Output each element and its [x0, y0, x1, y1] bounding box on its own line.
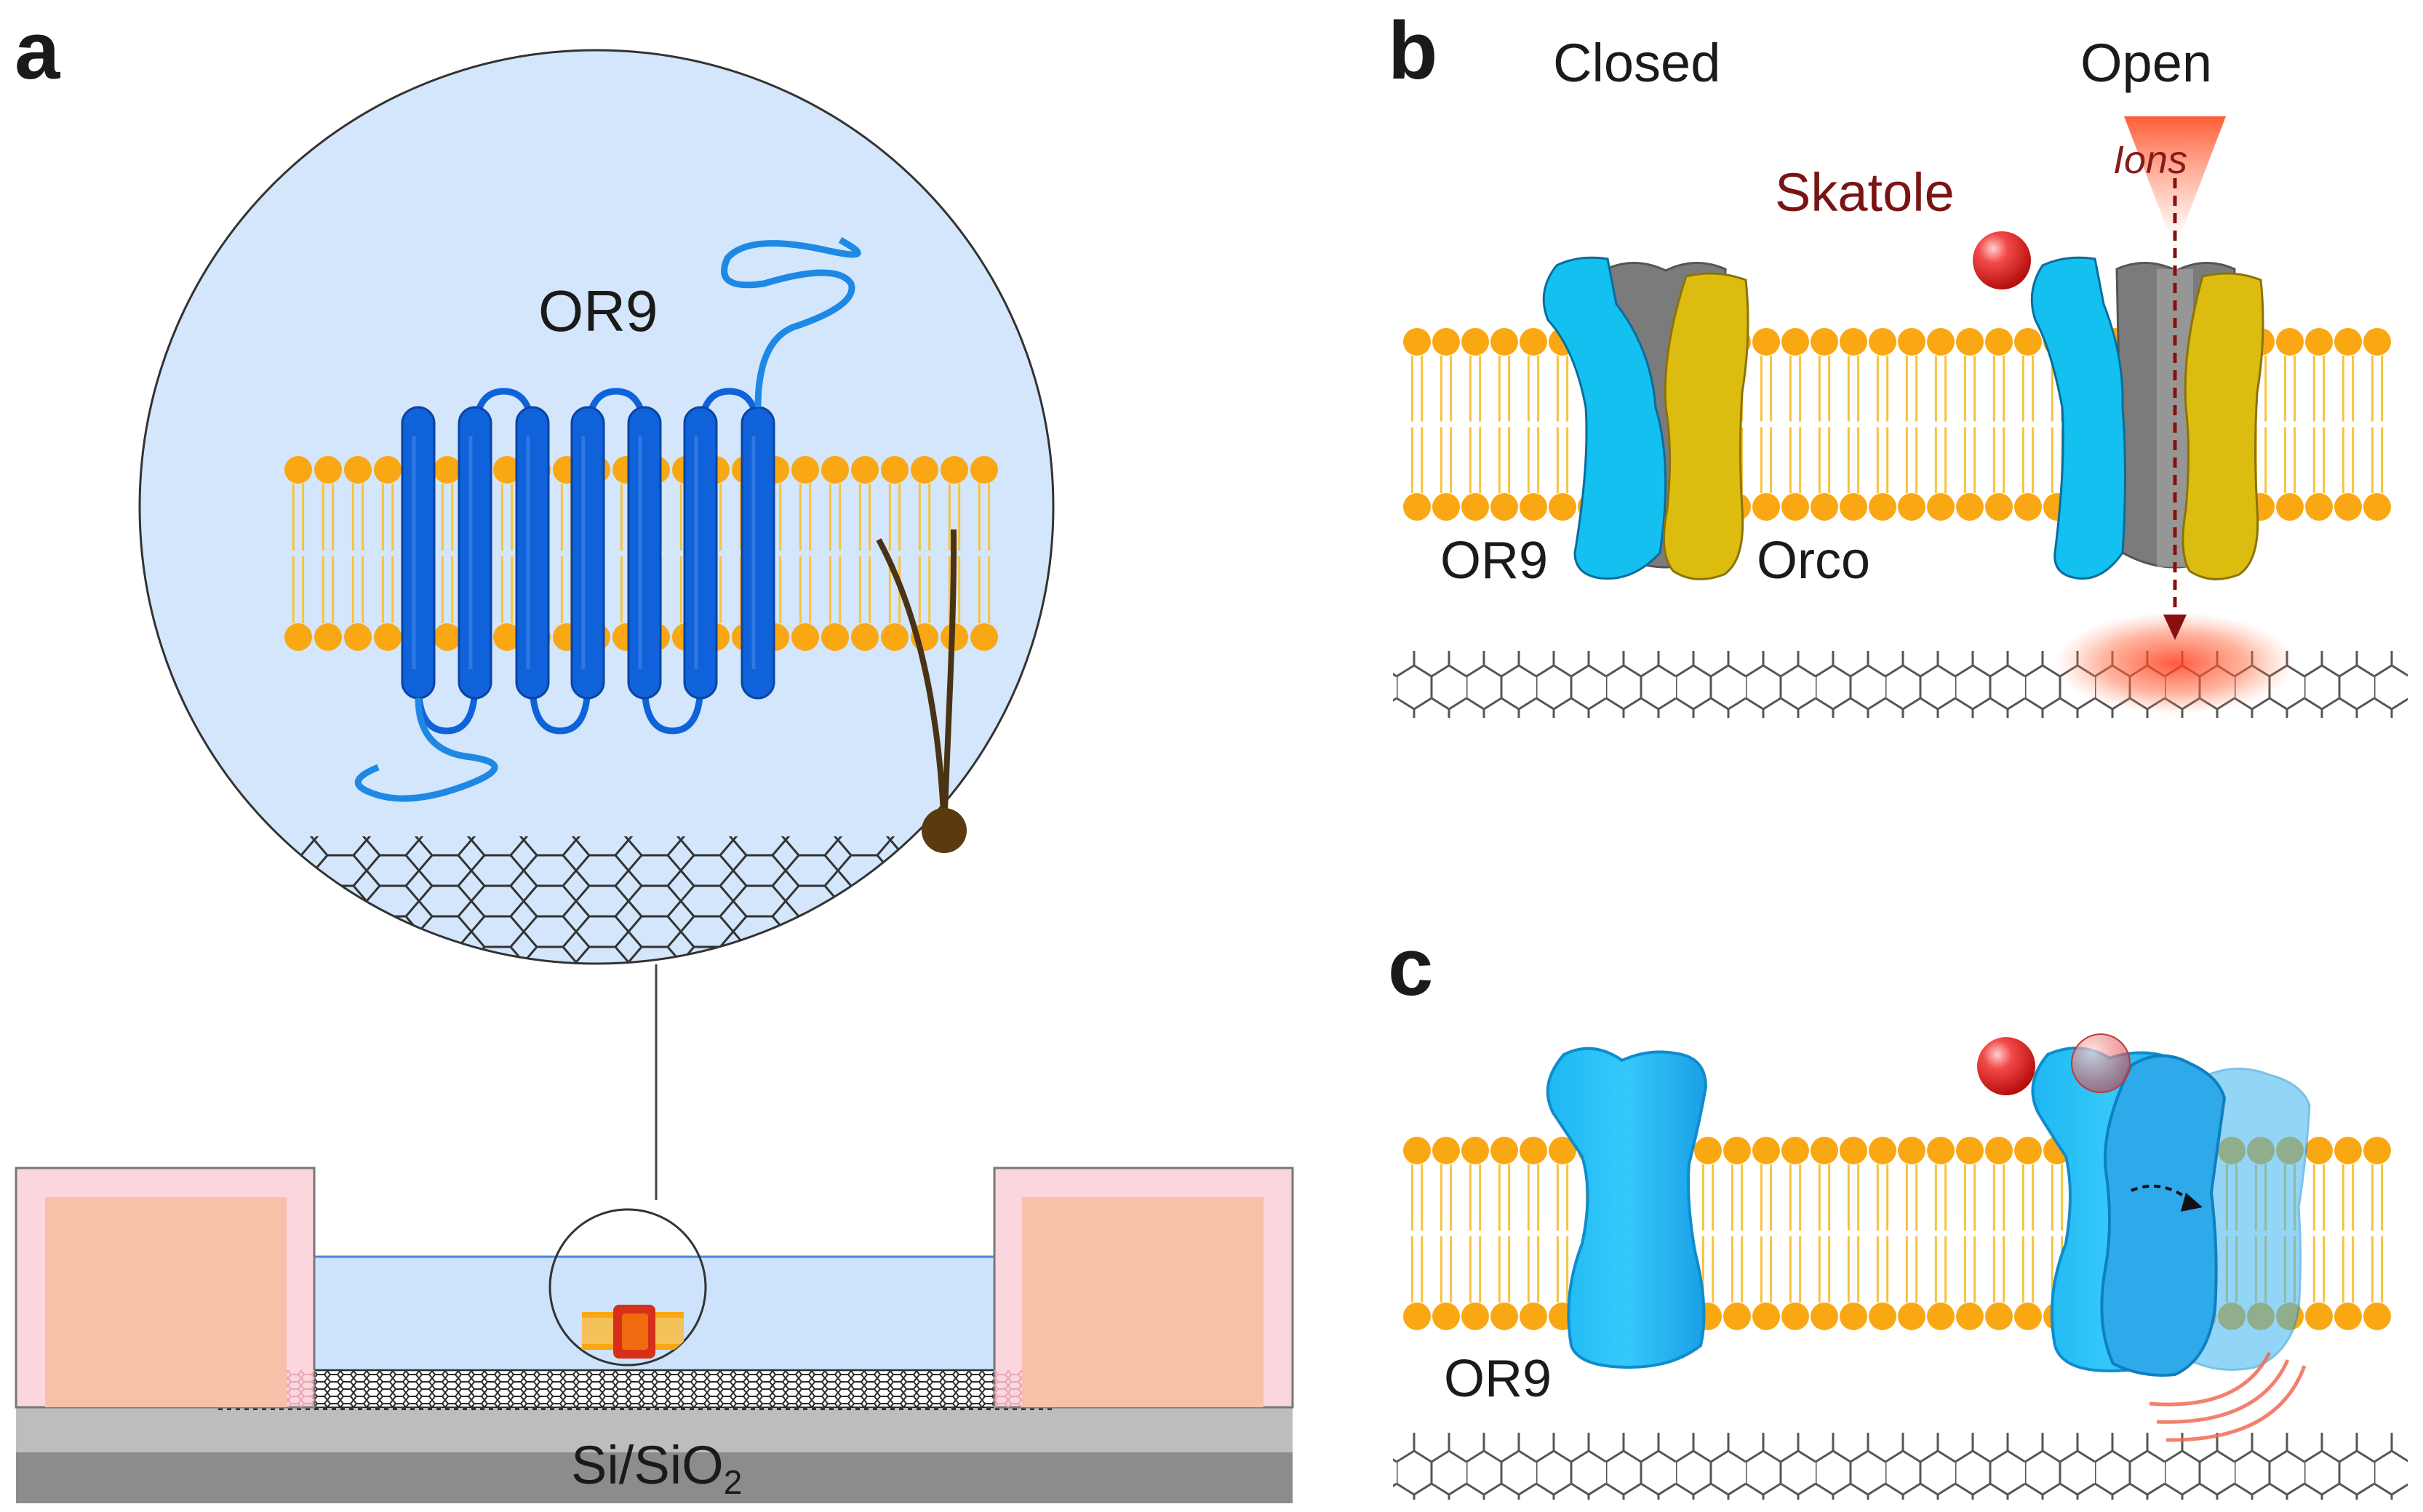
skatole-molecule-c — [1977, 1037, 2035, 1095]
ion-glow-bottom — [2055, 612, 2295, 714]
panel-letter-a: a — [15, 5, 60, 96]
orco-label: Orco — [1757, 532, 1870, 590]
or9-label: OR9 — [538, 279, 658, 343]
state-open-label: Open — [2080, 33, 2212, 93]
panel-letter-b: b — [1388, 5, 1437, 96]
state-closed-label: Closed — [1553, 33, 1720, 93]
graphene-lattice-c — [1393, 1433, 2408, 1500]
orco-subunit-open — [2182, 272, 2264, 580]
or9-label-c: OR9 — [1444, 1350, 1552, 1408]
linker-molecule — [876, 529, 967, 853]
or9-subunit-open — [2030, 256, 2126, 580]
or9-subunit-closed — [1542, 256, 1667, 580]
skatole-label: Skatole — [1775, 162, 1955, 223]
skatole-molecule-bound — [2071, 1033, 2131, 1093]
or9-resting — [1546, 1047, 1708, 1369]
closed-channel — [1542, 256, 1749, 580]
ions-label: Ions — [2113, 138, 2187, 182]
or9-receptor-7tm — [354, 237, 861, 802]
or9-label-b: OR9 — [1440, 532, 1548, 590]
device-cross-section — [15, 1167, 1294, 1503]
vibration-marks — [2149, 1351, 2307, 1442]
right-electrode-contact — [1022, 1197, 1264, 1407]
panel-letter-c: c — [1388, 921, 1433, 1012]
panel-a: OR9 — [15, 5, 1294, 1503]
zoom-circle — [138, 49, 1055, 965]
graphene-channel — [314, 1370, 994, 1407]
substrate-label: Si/SiO2 — [571, 1435, 742, 1501]
left-electrode-contact — [45, 1197, 287, 1407]
nanodisc — [582, 1305, 684, 1359]
substrate-bottom — [16, 1452, 1293, 1503]
substrate-top — [16, 1407, 1293, 1452]
or9-conformational-change — [1977, 1033, 2311, 1442]
panel-c: c OR9 — [1388, 921, 2408, 1500]
graphene-sheet — [140, 836, 1053, 964]
panel-b: b Closed Open OR9 Orco Skatole Ions — [1388, 5, 2408, 718]
open-channel — [1973, 116, 2295, 714]
orco-subunit-closed — [1663, 272, 1749, 580]
zoom-circle-small — [548, 1208, 707, 1367]
skatole-molecule — [1973, 231, 2031, 289]
